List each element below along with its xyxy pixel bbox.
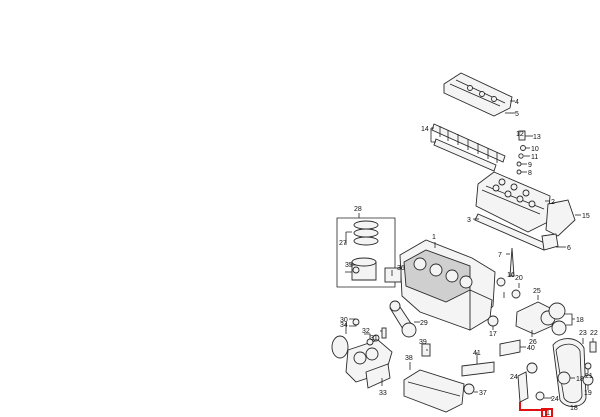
- callout-8: 8: [528, 170, 532, 177]
- callout-7: 7: [498, 252, 502, 259]
- callout-28: 28: [354, 206, 362, 213]
- callout-18-mid: 18: [576, 376, 584, 383]
- callout-12: 12: [516, 131, 524, 138]
- callout-26: 26: [529, 339, 537, 346]
- callout-25: 25: [533, 288, 541, 295]
- callout-23: 23: [579, 330, 587, 337]
- callout-35: 35: [345, 262, 353, 269]
- callout-11: 11: [531, 154, 538, 161]
- callout-21: 21: [585, 373, 593, 380]
- callout-40: 40: [527, 345, 535, 352]
- callout-32: 32: [362, 328, 370, 335]
- callout-5: 5: [515, 111, 519, 118]
- valve-and-spring: [506, 233, 566, 277]
- timing-guide-highlighted: [517, 371, 553, 417]
- callout-41: 41: [473, 350, 481, 357]
- callout-2: 2: [551, 199, 555, 206]
- callout-3: 3: [467, 217, 471, 224]
- callout-27: 27: [339, 240, 347, 247]
- callout-18-bottom: 18: [570, 405, 578, 412]
- callout-29: 29: [420, 320, 428, 327]
- engine-block: [399, 239, 496, 331]
- callout-34: 34: [340, 322, 348, 329]
- callout-24-left: 24: [510, 374, 518, 381]
- callout-15: 15: [582, 213, 590, 220]
- callout-37: 37: [479, 390, 487, 397]
- callout-1-block: 1: [432, 234, 436, 241]
- callout-24-right: 24: [551, 396, 559, 403]
- callout-22: 22: [590, 330, 598, 337]
- callout-16: 16: [507, 272, 515, 279]
- oil-pump-assembly: [515, 295, 575, 337]
- valve-cover: [443, 72, 515, 117]
- callout-31: 31: [370, 335, 378, 342]
- piston-kit-box: [336, 213, 396, 288]
- callout-18-top: 18: [576, 317, 584, 324]
- callout-1-highlighted: 1: [546, 410, 550, 417]
- callout-19: 19: [584, 390, 592, 397]
- callout-36: 36: [397, 265, 405, 272]
- oil-pan-group: [403, 339, 526, 413]
- callout-13: 13: [533, 134, 541, 141]
- callout-6: 6: [567, 245, 571, 252]
- callout-20: 20: [515, 275, 523, 282]
- callout-33: 33: [379, 390, 387, 397]
- callout-17: 17: [489, 331, 497, 338]
- callout-9: 9: [528, 162, 532, 169]
- callout-39: 39: [419, 339, 427, 346]
- callout-14: 14: [421, 126, 429, 133]
- rear-cover: [545, 199, 581, 237]
- callout-38: 38: [405, 355, 413, 362]
- valve-train-small-parts: [516, 130, 533, 175]
- callout-4: 4: [515, 99, 519, 106]
- timing-chain: [520, 338, 597, 407]
- block-side-parts: [487, 277, 521, 330]
- connecting-rod-group: [349, 264, 420, 346]
- callout-10: 10: [531, 146, 539, 153]
- callout-labels: 4 5 14 12 13 10 11 9 8 2 3 15 7 6 28 27 …: [339, 99, 598, 417]
- camshafts: [430, 123, 506, 172]
- crankshaft: [331, 323, 393, 389]
- callout-30: 30: [340, 317, 348, 324]
